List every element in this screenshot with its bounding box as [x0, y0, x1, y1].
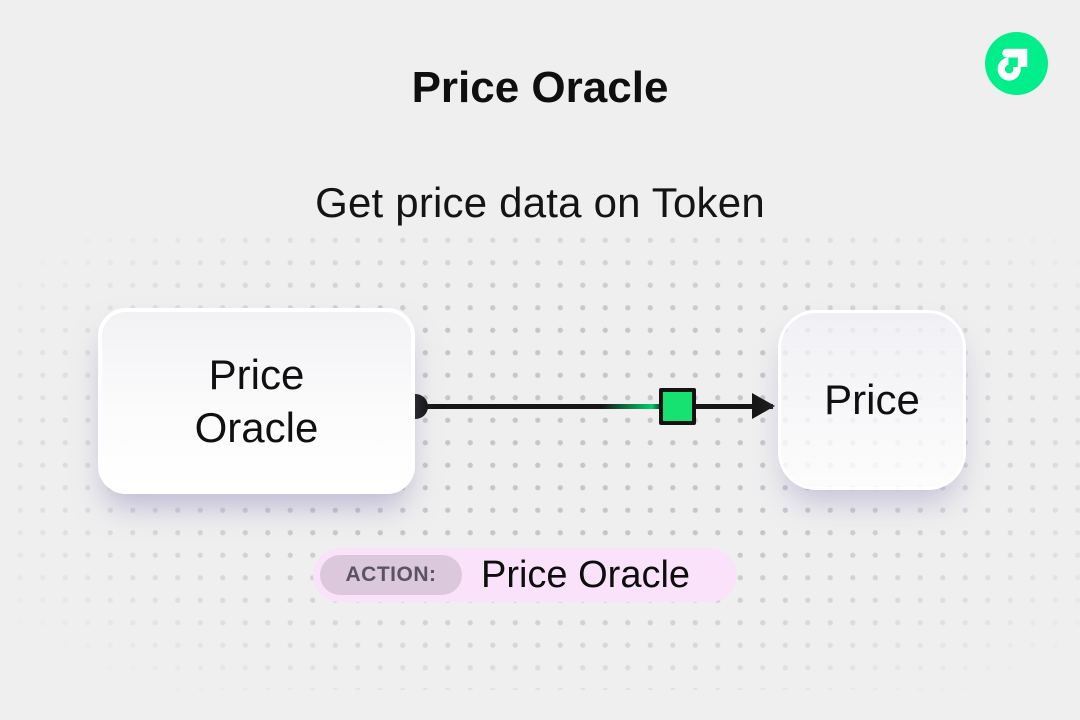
- page-subtitle: Get price data on Token: [315, 179, 765, 226]
- action-badge-value: Price Oracle: [480, 553, 691, 596]
- flow-logo-icon: [985, 32, 1048, 95]
- page-title: Price Oracle: [411, 63, 669, 112]
- action-badge-label: ACTION:: [320, 555, 462, 595]
- node-price-oracle-label: Price Oracle: [194, 351, 319, 451]
- action-badge: ACTION: Price Oracle: [313, 548, 737, 602]
- edge-line: [417, 404, 773, 409]
- node-price-oracle: Price Oracle: [98, 308, 415, 494]
- node-price: Price: [778, 310, 966, 490]
- node-price-label: Price: [824, 376, 920, 423]
- edge-arrowhead-icon: [752, 393, 775, 419]
- edge-action-square-marker: [659, 388, 696, 425]
